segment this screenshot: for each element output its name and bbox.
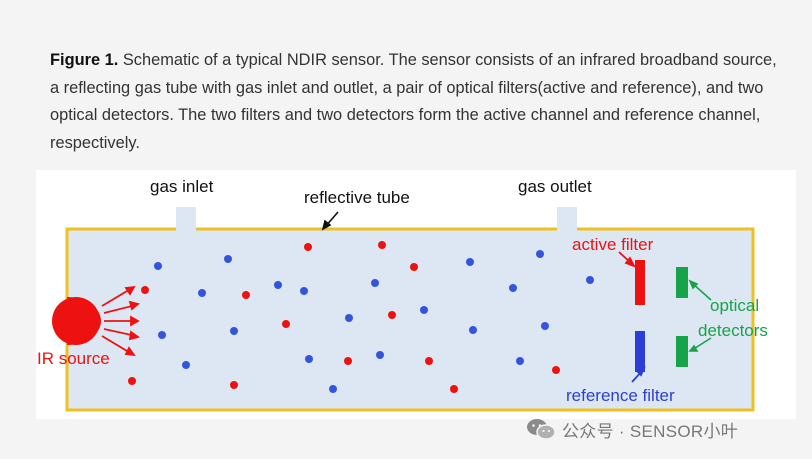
active-detector	[676, 267, 688, 298]
ndir-svg: gas inlet reflective tube gas outlet act…	[37, 177, 768, 412]
optical-label: optical	[710, 296, 759, 315]
reflective-tube-arrow	[321, 211, 339, 231]
detectors-label: detectors	[698, 321, 768, 340]
reference-filter	[635, 331, 645, 372]
wechat-icon	[527, 419, 556, 440]
ndir-diagram: gas inlet reflective tube gas outlet act…	[36, 170, 796, 419]
blue-molecules	[154, 250, 594, 393]
watermark: 公众号 · SENSOR小叶	[526, 416, 738, 442]
red-molecules	[128, 241, 560, 393]
reference-filter-arrow	[631, 366, 646, 383]
reference-filter-label: reference filter	[566, 386, 675, 405]
reflective-tube-label: reflective tube	[304, 188, 410, 207]
reference-detector	[676, 336, 688, 367]
figure-label: Figure 1.	[50, 51, 119, 69]
active-filter	[635, 260, 645, 305]
active-filter-label: active filter	[572, 235, 654, 254]
active-filter-arrow	[618, 251, 636, 268]
caption-text: Schematic of a typical NDIR sensor. The …	[50, 51, 777, 152]
ir-source-label: IR source	[37, 349, 110, 368]
optical-detector-arrows	[688, 279, 712, 352]
gas-inlet-label: gas inlet	[150, 177, 214, 196]
ir-source-bulb	[52, 297, 100, 345]
gas-inlet-pipe	[176, 207, 196, 231]
figure-caption: Figure 1. Schematic of a typical NDIR se…	[50, 47, 780, 157]
ir-rays	[101, 285, 141, 357]
watermark-text: 公众号 · SENSOR小叶	[562, 421, 739, 441]
reflective-tube	[65, 227, 755, 412]
gas-outlet-pipe	[557, 207, 577, 231]
gas-outlet-label: gas outlet	[518, 177, 592, 196]
